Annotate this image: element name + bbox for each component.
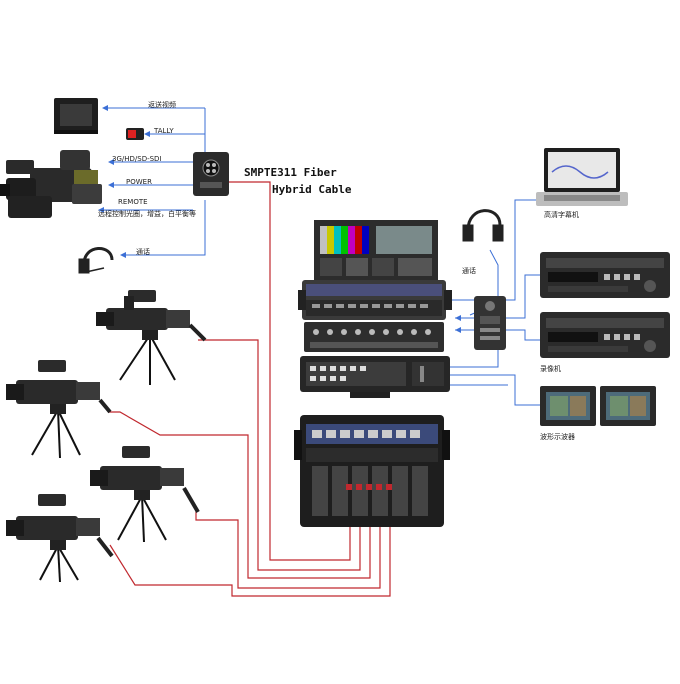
label-fiber-line2: Hybrid Cable	[272, 183, 352, 196]
camera-tripod-4	[6, 494, 114, 583]
video-switcher-panel	[300, 356, 450, 398]
label-tally: TALLY	[154, 127, 174, 135]
production-monitor	[314, 220, 438, 280]
headset-right	[462, 209, 504, 242]
color-bars	[320, 226, 369, 254]
label-return-video: 返送视频	[148, 101, 176, 109]
label-sdi: 3G/HD/SD-SDI	[112, 155, 162, 163]
remote-control-panel	[474, 296, 506, 350]
recorder-vtr-1	[540, 252, 670, 298]
broadcast-camera-main	[0, 150, 102, 218]
label-remote-desc: 远程控制光圈，增益，白平衡等	[98, 210, 196, 218]
waveform-scope-2	[600, 386, 656, 426]
blue-arrowheads-left	[98, 105, 150, 258]
ccu-box	[193, 152, 229, 196]
label-power: POWER	[126, 178, 152, 186]
audio-mixer-rack	[304, 322, 444, 352]
camera-tripod-3	[90, 446, 200, 543]
waveform-scope-1	[540, 386, 596, 426]
label-intercom-left: 通话	[136, 248, 150, 256]
blue-connector-lines	[100, 107, 206, 256]
label-intercom-right: 通话	[462, 267, 476, 275]
return-video-monitor	[54, 98, 98, 134]
tally-light	[126, 128, 144, 140]
subtitle-laptop	[536, 148, 628, 206]
headset-left	[78, 247, 114, 274]
label-waveform: 波形示波器	[540, 433, 575, 441]
switcher-rack-top	[298, 280, 452, 320]
label-fiber-line1: SMPTE311 Fiber	[244, 166, 337, 179]
fiber-cable-ccu	[228, 181, 351, 561]
label-subtitle: 高清字幕机	[544, 211, 579, 219]
red-camera-cables	[108, 339, 391, 597]
label-recorder: 录像机	[540, 365, 561, 373]
recorder-vtr-2	[540, 312, 670, 358]
camera-tripod-2	[6, 360, 112, 459]
fiber-base-rack	[294, 415, 450, 527]
label-remote: REMOTE	[118, 198, 148, 206]
camera-tripod-1	[96, 290, 207, 385]
